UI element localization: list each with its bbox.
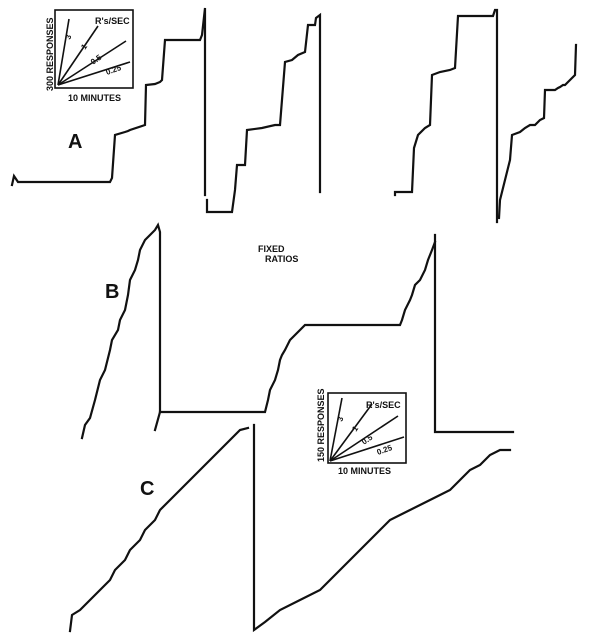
record-a-segment-1: [10, 7, 207, 197]
record-b: [80, 222, 515, 440]
record-a-segment-2: [205, 12, 322, 214]
record-a-segment-3: [393, 8, 499, 224]
scale-key-c: R's/SEC 3 1 0.5 0.25 150 RESPONSES 10 MI…: [316, 388, 407, 476]
panel-label-c: C: [140, 478, 154, 500]
record-a: [10, 7, 578, 224]
key-a-header: R's/SEC: [95, 16, 130, 26]
key-a-slope-05: 0.5: [89, 53, 104, 67]
record-b-segment-1: [80, 222, 162, 440]
record-c: [68, 423, 512, 633]
panel-label-b: B: [105, 281, 119, 303]
key-c-x-label: 10 MINUTES: [338, 466, 391, 476]
record-b-segment-2: [158, 240, 437, 414]
ratios-label: RATIOS: [265, 254, 298, 264]
key-c-header: R's/SEC: [366, 400, 401, 410]
key-c-slope-05: 0.5: [360, 433, 375, 447]
record-a-segment-4: [497, 43, 578, 220]
fixed-label: FIXED: [258, 244, 285, 254]
key-a-slope-1: 1: [79, 42, 89, 51]
key-a-y-label: 300 RESPONSES: [45, 17, 55, 91]
record-b-segment-3: [433, 233, 515, 434]
key-c-slope-1: 1: [350, 424, 360, 433]
panel-label-a: A: [68, 131, 82, 153]
key-a-slope-3: 3: [63, 33, 73, 41]
record-c-segment-1: [68, 426, 250, 633]
key-c-y-label: 150 RESPONSES: [316, 388, 326, 462]
key-a-x-label: 10 MINUTES: [68, 93, 121, 103]
scale-key-a: R's/SEC 3 1 0.5 0.25 300 RESPONSES 10 MI…: [45, 9, 134, 103]
record-c-segment-2: [252, 423, 512, 633]
key-c-slope-3: 3: [335, 415, 345, 423]
